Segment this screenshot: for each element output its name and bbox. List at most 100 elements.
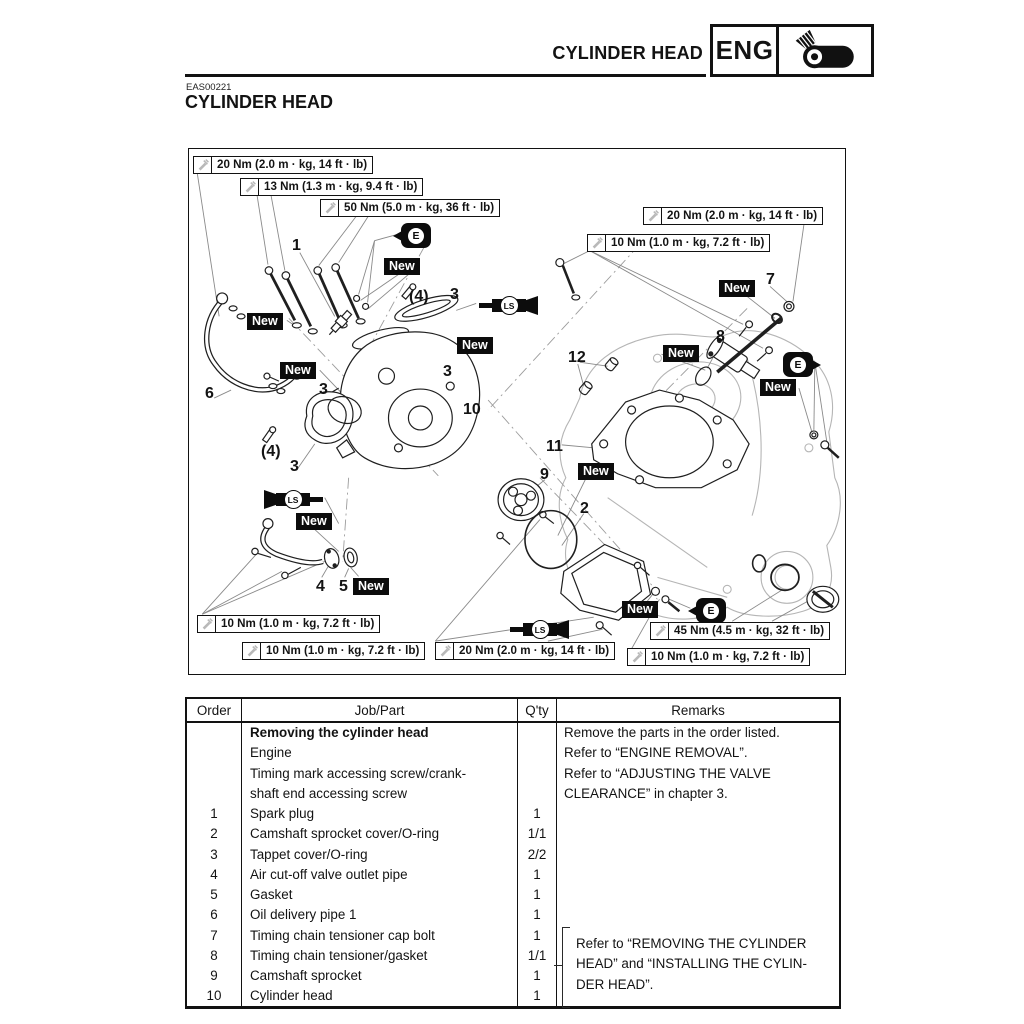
torque-spec-label: 20 Nm (2.0 m · kg, 14 ft · lb) [643, 207, 824, 225]
qty-cell: 1 [533, 866, 541, 882]
torque-spec-label: 13 Nm (1.3 m · kg, 9.4 ft · lb) [240, 178, 424, 196]
column-header-qty: Q'ty [518, 699, 557, 721]
remarks-bracket-note: Refer to “REMOVING THE CYLINDER HEAD” an… [576, 934, 807, 995]
callout-number: 6 [205, 385, 214, 402]
callout-number: 9 [540, 466, 549, 483]
callout-number: 1 [292, 237, 301, 254]
new-part-badge: New [296, 513, 332, 530]
part-cell: Camshaft sprocket [250, 968, 362, 983]
part-cell: shaft end accessing screw [250, 785, 408, 801]
callout-count: (4) [409, 288, 429, 305]
torque-text: 10 Nm (1.0 m · kg, 7.2 ft · lb) [611, 236, 765, 249]
part-cell: Engine [250, 745, 292, 761]
qty-cell: 1 [533, 907, 541, 923]
oil-symbol: E [408, 227, 424, 244]
callout-number: 12 [568, 349, 586, 366]
grease-badge: LS [510, 620, 557, 639]
engine-oil-badge: E [393, 223, 431, 248]
part-cell: Camshaft sprocket cover/O-ring [250, 826, 440, 842]
oil-symbol: E [703, 602, 719, 619]
torque-spec-label: 45 Nm (4.5 m · kg, 32 ft · lb) [650, 622, 831, 640]
torque-spec-label: 10 Nm (1.0 m · kg, 7.2 ft · lb) [587, 234, 771, 252]
torque-text: 10 Nm (1.0 m · kg, 7.2 ft · lb) [651, 650, 805, 663]
callout-number: 3 [290, 458, 299, 475]
new-part-badge: New [384, 258, 420, 275]
part-cell: Timing chain tensioner cap bolt [250, 927, 435, 943]
new-part-badge: New [578, 463, 614, 480]
engine-icon [779, 27, 871, 74]
order-cell [187, 723, 241, 743]
callout-number: 3 [450, 286, 459, 303]
qty-cell: 1/1 [527, 947, 547, 963]
torque-text: 50 Nm (5.0 m · kg, 36 ft · lb) [344, 201, 495, 214]
qty-cell: 2/2 [527, 846, 547, 862]
remarks-note-line: Refer to “REMOVING THE CYLINDER [576, 936, 807, 951]
grease-badge: LS [479, 296, 526, 315]
torque-spec-label: 10 Nm (1.0 m · kg, 7.2 ft · lb) [242, 642, 426, 660]
tappet-cover-top [351, 294, 459, 350]
torque-spec-label: 10 Nm (1.0 m · kg, 7.2 ft · lb) [197, 615, 381, 633]
engine-oil-badge: E [688, 598, 726, 623]
grease-symbol: LS [283, 490, 303, 509]
wrench-icon [321, 200, 339, 216]
torque-text: 45 Nm (4.5 m · kg, 32 ft · lb) [674, 624, 825, 637]
callout-number: 11 [546, 438, 563, 455]
new-part-badge: New [622, 601, 658, 618]
remarks-bracket [554, 927, 570, 1008]
order-cell: 3 [210, 846, 218, 862]
section-title: CYLINDER HEAD [185, 92, 334, 112]
new-part-badge: New [353, 578, 389, 595]
callout-number: 8 [716, 328, 725, 345]
wrench-icon [194, 157, 212, 173]
order-cell: 7 [210, 927, 218, 943]
head-gasket-part [591, 389, 750, 489]
order-cell: 6 [210, 907, 218, 923]
remarks-cell: CLEARANCE” in chapter 3. [564, 785, 728, 801]
new-part-badge: New [280, 362, 316, 379]
qty-cell: 1 [533, 927, 541, 943]
order-cell: 10 [206, 988, 222, 1004]
timing-chain-tensioner [695, 316, 783, 386]
callout-number: 3 [443, 363, 452, 380]
sprocket-cover-part [560, 543, 652, 636]
qty-cell: 1 [533, 806, 541, 821]
column-header-order: Order [187, 699, 242, 721]
torque-text: 10 Nm (1.0 m · kg, 7.2 ft · lb) [221, 617, 375, 630]
torque-text: 13 Nm (1.3 m · kg, 9.4 ft · lb) [264, 180, 418, 193]
part-cell: Tappet cover/O-ring [250, 846, 368, 862]
torque-text: 20 Nm (2.0 m · kg, 14 ft · lb) [459, 644, 610, 657]
grease-badge: LS [276, 490, 323, 509]
grease-symbol: LS [499, 296, 519, 315]
column-header-remarks: Remarks [671, 702, 725, 718]
oil-symbol: E [790, 356, 806, 373]
order-cell [187, 784, 241, 804]
torque-spec-label: 20 Nm (2.0 m · kg, 14 ft · lb) [435, 642, 616, 660]
tensioner-cap-bolt [771, 300, 795, 325]
right-washer-bolt [809, 430, 840, 459]
qty-cell: 1/1 [527, 826, 547, 842]
qty-cell [518, 784, 556, 804]
pan-head-screw-top [401, 283, 417, 300]
callout-number: 4 [316, 578, 325, 595]
torque-spec-label: 20 Nm (2.0 m · kg, 14 ft · lb) [193, 156, 374, 174]
wrench-icon [436, 643, 454, 659]
pan-head-screw-left [261, 426, 277, 444]
qty-cell [518, 723, 556, 743]
timing-mark-access-screws [650, 554, 840, 613]
camshaft-sprocket-part [496, 478, 555, 545]
new-part-badge: New [247, 313, 283, 330]
order-cell: 5 [210, 887, 218, 902]
spark-plug [328, 309, 353, 336]
part-cell: Timing chain tensioner/gasket [250, 947, 428, 963]
wrench-icon [198, 616, 216, 632]
header-rule [185, 74, 706, 77]
engine-oil-badge: E [783, 352, 821, 377]
remarks-cell: Remove the parts in the order listed. [564, 725, 780, 740]
new-part-badge: New [719, 280, 755, 297]
tappet-cover-left [304, 391, 362, 444]
qty-cell [518, 743, 556, 763]
order-column: 1 2 3 4 5 6 7 8 9 10 [187, 723, 242, 1006]
jobpart-column: Removing the cylinder head Engine Timing… [242, 723, 518, 1006]
order-cell: 4 [210, 866, 218, 882]
wrench-icon [243, 643, 261, 659]
